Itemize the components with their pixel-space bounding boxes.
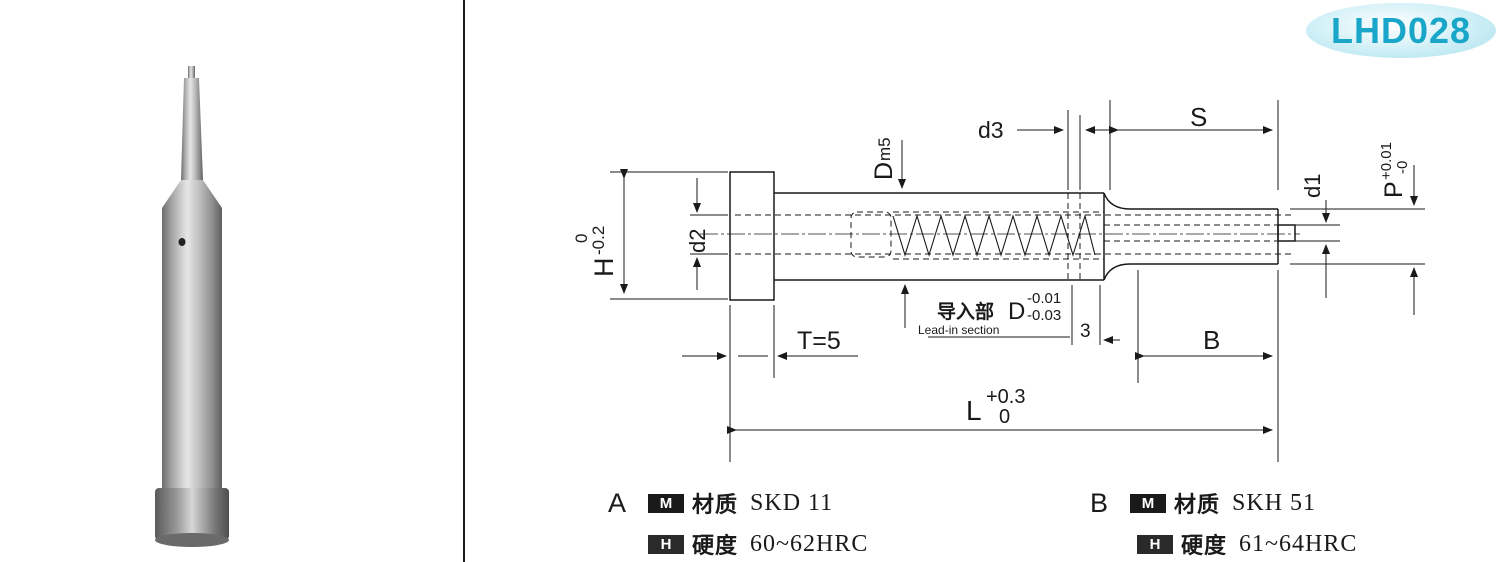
spec-a-hardness-row: H 硬度 60~62HRC bbox=[648, 528, 868, 560]
dim-d2: d2 bbox=[685, 229, 710, 253]
svg-text:+0.01: +0.01 bbox=[1378, 142, 1395, 180]
dimension-labels: d3 S D m5 d1 P +0.01 -0 H 0 -0.2 d2 导入部 … bbox=[572, 102, 1411, 428]
material-label: 材质 bbox=[692, 493, 739, 518]
product-code: LHD028 bbox=[1330, 9, 1472, 51]
hardness-label: 硬度 bbox=[1181, 534, 1228, 559]
grade-b-label: B bbox=[1090, 487, 1109, 518]
svg-text:导入部: 导入部 bbox=[937, 300, 994, 323]
svg-text:-0.2: -0.2 bbox=[589, 226, 608, 255]
material-tag: M bbox=[1130, 493, 1166, 513]
spring bbox=[892, 213, 1096, 257]
hidden-lines bbox=[735, 193, 1295, 280]
dim-l: L +0.3 0 bbox=[966, 386, 1025, 428]
svg-text:d1: d1 bbox=[1300, 174, 1325, 198]
material-value: SKD 11 bbox=[750, 489, 834, 516]
product-code-badge: LHD028 bbox=[1306, 3, 1496, 58]
svg-text:m5: m5 bbox=[875, 137, 894, 161]
dim-three: 3 bbox=[1080, 321, 1091, 342]
svg-text:+0.3: +0.3 bbox=[986, 386, 1025, 408]
hardness-label: 硬度 bbox=[692, 534, 739, 559]
dim-d3: d3 bbox=[978, 117, 1004, 143]
svg-text:d2: d2 bbox=[685, 229, 710, 253]
hardness-tag: H bbox=[648, 534, 684, 554]
punch-outline bbox=[729, 171, 1296, 301]
svg-text:D: D bbox=[1008, 298, 1025, 325]
panel-divider bbox=[463, 0, 465, 562]
dim-s: S bbox=[1190, 102, 1207, 132]
dim-t: T=5 bbox=[797, 327, 841, 355]
material-label: 材质 bbox=[1174, 493, 1221, 518]
dim-b: B bbox=[1203, 325, 1220, 355]
material-tag: M bbox=[648, 493, 684, 513]
svg-text:D: D bbox=[870, 162, 898, 180]
hardness-value: 60~62HRC bbox=[750, 530, 869, 557]
svg-text:-0: -0 bbox=[1394, 161, 1411, 174]
dim-p: P +0.01 -0 bbox=[1378, 142, 1411, 198]
product-photo bbox=[155, 66, 229, 547]
spec-a-material-row: A M 材质 SKD 11 bbox=[608, 487, 833, 519]
dim-lead-in: 导入部 D -0.01 -0.03 Lead-in section bbox=[918, 290, 1061, 337]
svg-text:-0.01: -0.01 bbox=[1027, 290, 1061, 307]
spec-b-material-row: B M 材质 SKH 51 bbox=[1090, 487, 1316, 519]
svg-text:H: H bbox=[589, 258, 619, 278]
dim-d1: d1 bbox=[1300, 174, 1325, 198]
punch-photo bbox=[155, 66, 229, 547]
grade-a-label: A bbox=[608, 487, 627, 518]
dim-dm5: D m5 bbox=[870, 137, 898, 180]
svg-text:0: 0 bbox=[999, 406, 1010, 428]
dimension-lines bbox=[610, 100, 1425, 462]
svg-text:Lead-in section: Lead-in section bbox=[918, 323, 999, 337]
spec-b-hardness-row: H 硬度 61~64HRC bbox=[1137, 528, 1357, 560]
svg-text:0: 0 bbox=[572, 234, 591, 243]
svg-text:-0.03: -0.03 bbox=[1027, 307, 1061, 324]
svg-text:L: L bbox=[966, 395, 982, 426]
hardness-value: 61~64HRC bbox=[1239, 530, 1358, 557]
svg-text:P: P bbox=[1380, 181, 1408, 198]
material-value: SKH 51 bbox=[1232, 489, 1317, 516]
hardness-tag: H bbox=[1137, 534, 1173, 554]
dim-h: H 0 -0.2 bbox=[572, 226, 619, 277]
